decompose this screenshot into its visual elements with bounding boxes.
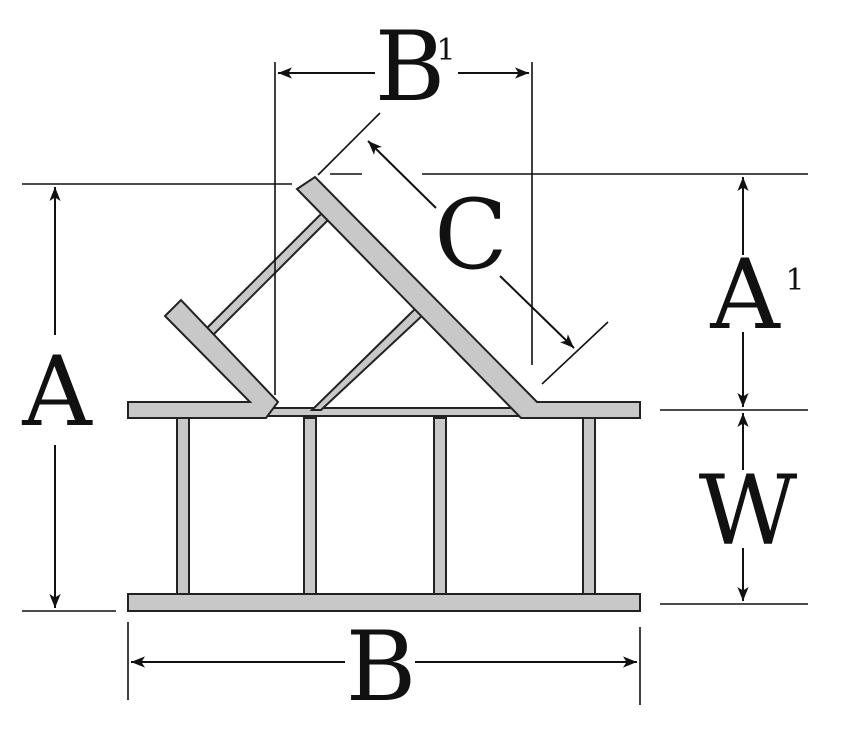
branch-right-rail — [295, 175, 641, 419]
dimension-c-arrow-down — [499, 275, 575, 349]
dimension-labels: A B B 1 C A 1 W — [21, 11, 804, 723]
branch-left-rail — [127, 298, 280, 419]
extension-lines — [22, 62, 808, 705]
label-a: A — [21, 336, 93, 448]
straight-rung — [433, 417, 447, 597]
branch-rung — [203, 210, 332, 338]
label-b-prime-superscript: 1 — [436, 33, 455, 68]
tray-structure — [127, 175, 641, 612]
straight-rung — [303, 417, 317, 597]
label-w: W — [699, 455, 798, 567]
bottom-rail — [127, 593, 641, 612]
label-b-prime: B — [375, 11, 446, 123]
label-a-prime-superscript: 1 — [785, 263, 804, 298]
straight-rung — [176, 417, 190, 597]
label-a-prime: A — [709, 239, 781, 351]
dimension-c-arrow-up — [367, 140, 437, 209]
inner-junction-rail — [261, 407, 525, 417]
label-b: B — [346, 611, 417, 723]
branch-rung — [309, 305, 426, 411]
straight-rung — [582, 417, 596, 597]
label-c: C — [434, 179, 507, 291]
dimension-arrows — [49, 67, 749, 668]
